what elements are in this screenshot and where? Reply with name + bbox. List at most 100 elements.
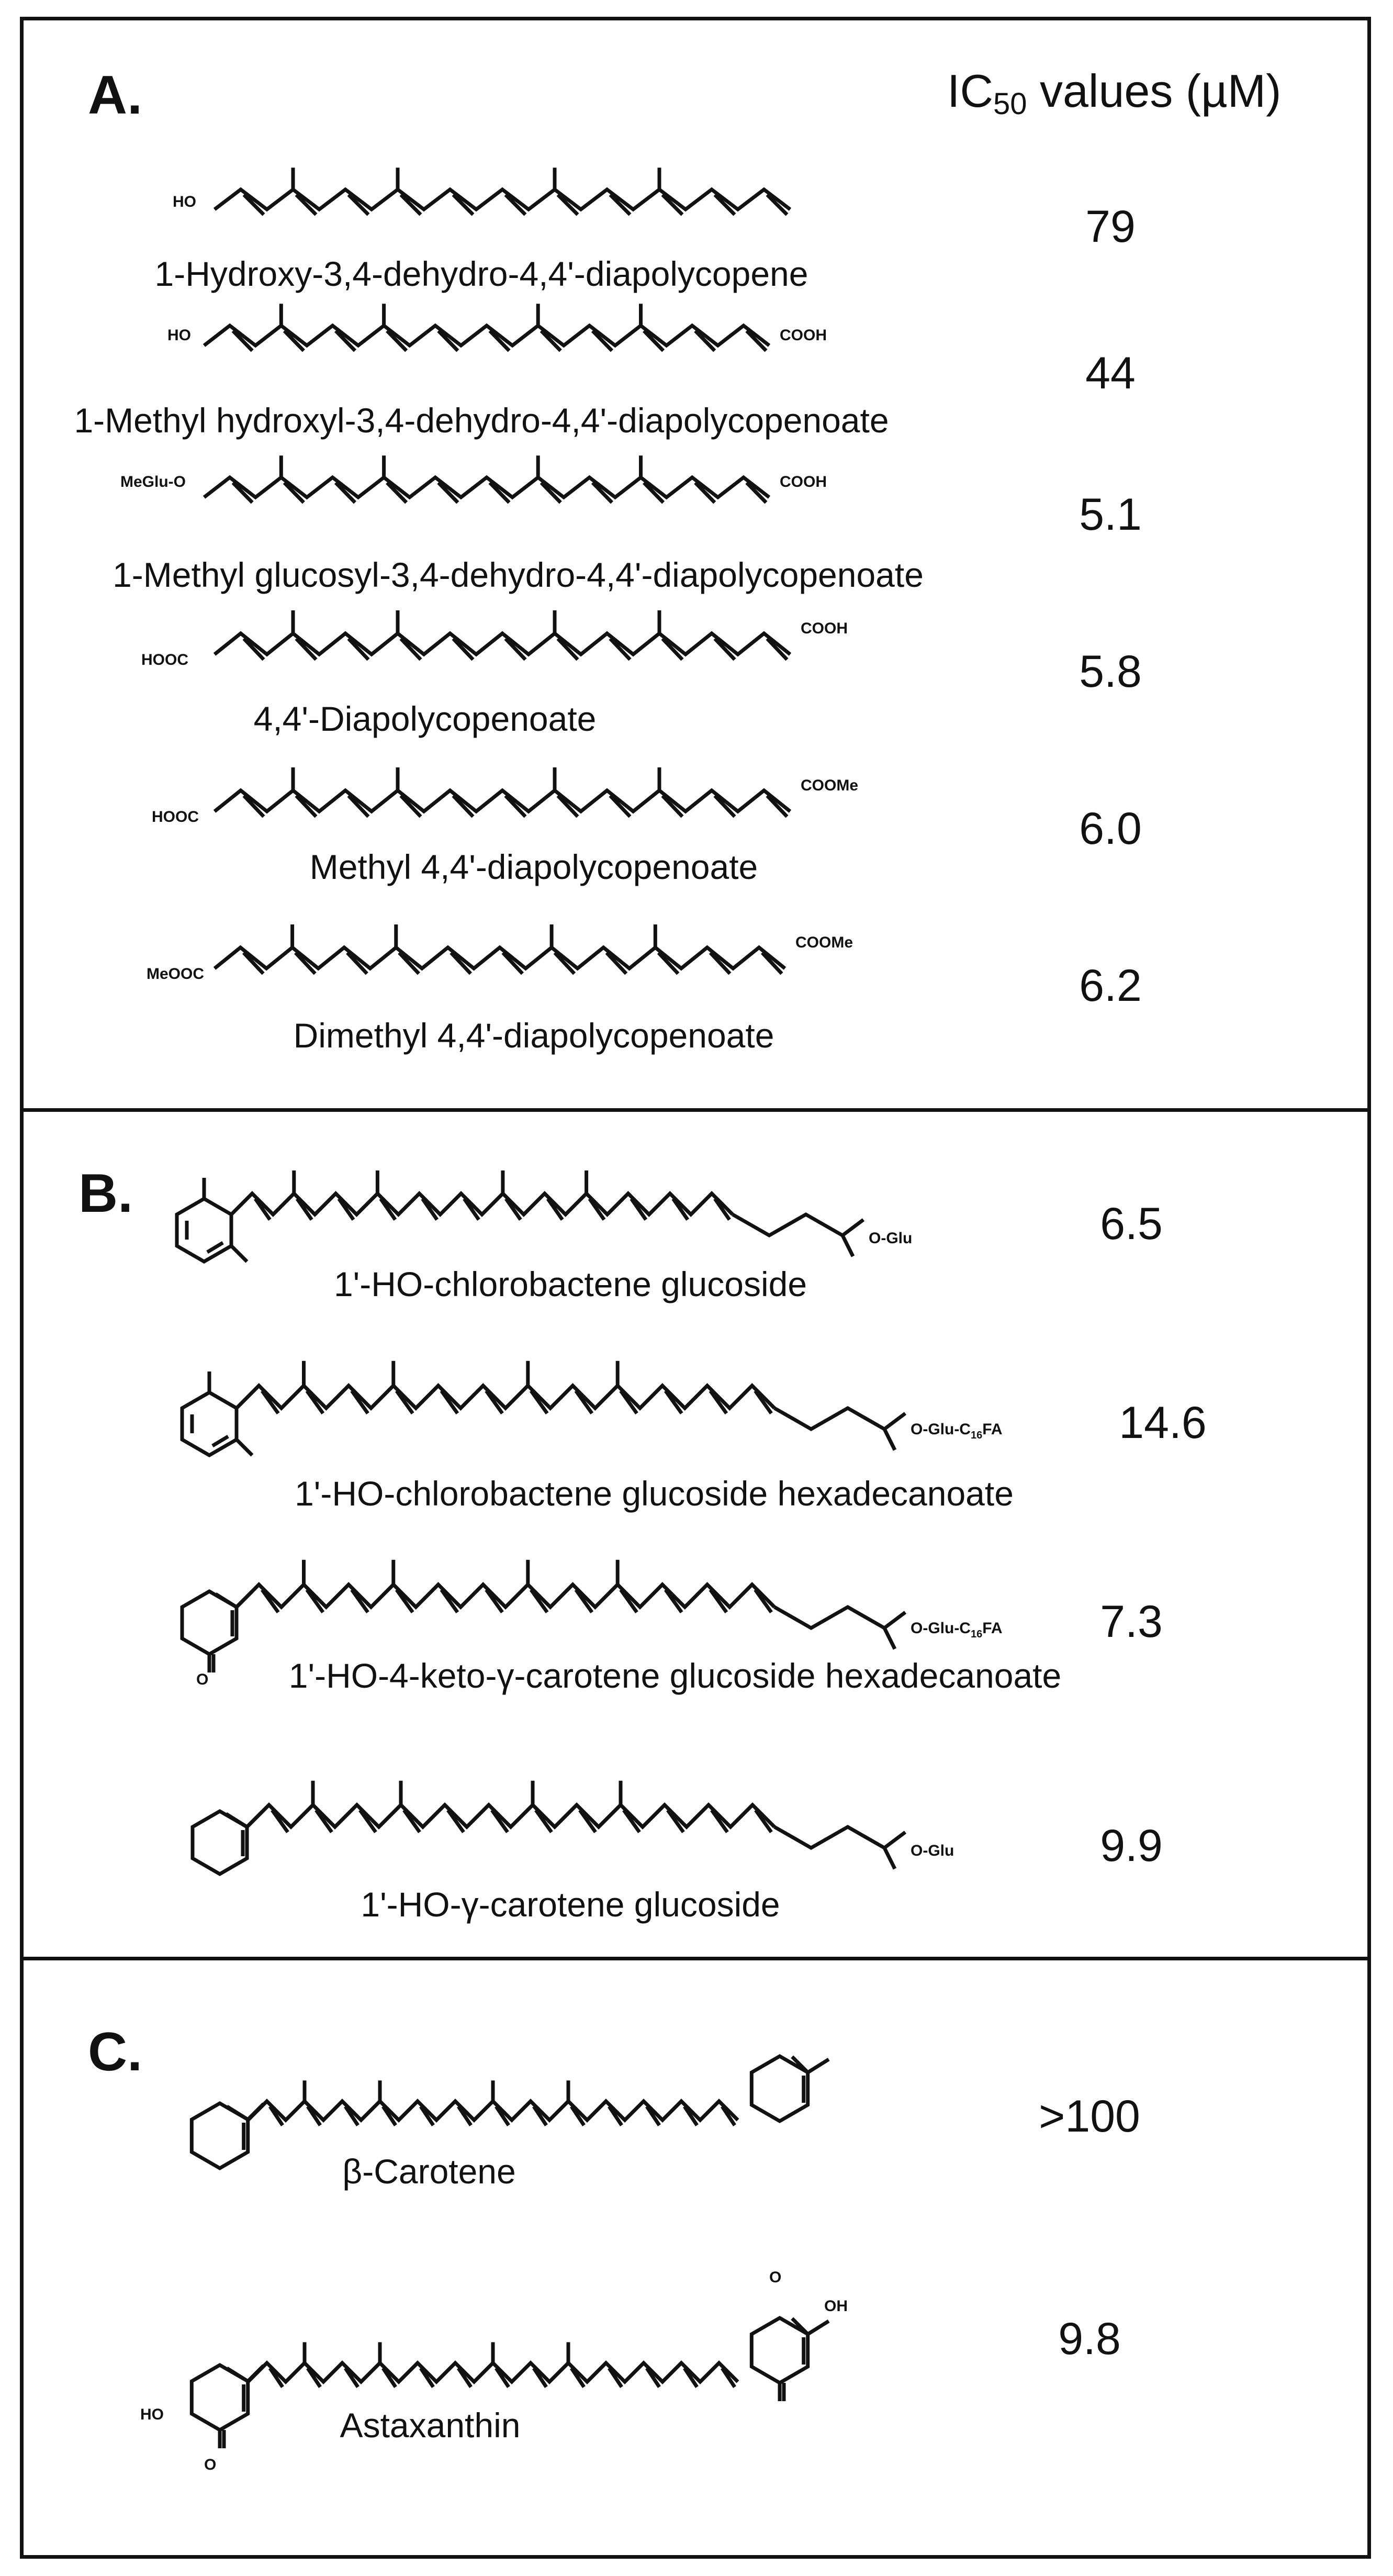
a6-left-group: MeOOC xyxy=(147,965,204,983)
polyene-chain-c2 xyxy=(246,2342,739,2388)
compound-name-b4: 1'-HO-γ-carotene glucoside xyxy=(361,1885,780,1924)
panel-a-label: A. xyxy=(88,65,142,126)
b1-saturated-tail xyxy=(732,1212,865,1257)
chain-backbone xyxy=(246,2099,739,2123)
compound-name-b1: 1'-HO-chlorobactene glucoside xyxy=(333,1265,807,1303)
c2-right-keto-oxygen: O xyxy=(769,2269,781,2286)
panel-b-label: B. xyxy=(78,1163,133,1224)
figure-frame xyxy=(20,17,1371,2559)
b2-saturated-tail xyxy=(773,1406,907,1451)
polyene-chain-c1 xyxy=(246,2080,739,2126)
chain-double-bonds xyxy=(268,2105,736,2126)
a5-left-group: HOOC xyxy=(152,808,199,826)
ic50-value-a4: 5.8 xyxy=(1079,646,1142,697)
ic50-value-b4: 9.9 xyxy=(1100,1821,1163,1871)
ic50-value-a5: 6.0 xyxy=(1079,804,1142,854)
ring-methyls xyxy=(202,1178,249,1263)
ic50-value-a6: 6.2 xyxy=(1079,961,1142,1011)
structure-a3: MeGlu-O COOH xyxy=(120,455,827,504)
chain-methyl-branches xyxy=(311,1780,623,1805)
structure-b2: O-Glu-C16FA xyxy=(180,1361,1003,1458)
chain-backbone xyxy=(213,187,792,212)
chain-methyl-branches xyxy=(291,610,661,633)
polyene-chain-a3 xyxy=(203,455,771,504)
ring-methyls xyxy=(207,1371,254,1457)
chain-double-bonds xyxy=(260,1588,773,1614)
chain-double-bonds xyxy=(271,1809,773,1834)
chain-double-bonds xyxy=(254,1197,731,1221)
chain-double-bonds xyxy=(242,193,789,216)
ic50-header-subscript: 50 xyxy=(993,87,1027,121)
compound-name-a4: 4,4'-Diapolycopenoate xyxy=(253,699,597,738)
chain-backbone xyxy=(230,1191,734,1217)
structure-c2: HO O O OH xyxy=(140,2269,848,2473)
polyene-chain-b1 xyxy=(230,1170,734,1221)
compound-name-a3: 1-Methyl glucosyl-3,4-dehydro-4,4'-diapo… xyxy=(113,555,924,594)
compound-name-c2: Astaxanthin xyxy=(340,2406,521,2445)
polyene-chain-b4 xyxy=(245,1780,776,1834)
b2-right-group-main: O-Glu-C xyxy=(911,1421,971,1438)
structure-a1: HO xyxy=(173,168,792,216)
a4-left-group: HOOC xyxy=(141,651,188,668)
chain-double-bonds xyxy=(268,2367,736,2388)
c2-left-hydroxyl: HO xyxy=(140,2406,164,2423)
ic50-value-b3: 7.3 xyxy=(1100,1597,1163,1647)
a4-right-group: COOH xyxy=(801,620,848,637)
aromatic-bonds xyxy=(185,1221,224,1254)
ic50-header-suffix: values (µM) xyxy=(1027,65,1282,117)
ic50-value-c2: 9.8 xyxy=(1058,2314,1121,2364)
panel-c-label: C. xyxy=(88,2022,142,2082)
polyene-chain-a1 xyxy=(213,168,792,216)
structure-a5: HOOC COOMe xyxy=(152,767,858,826)
b2-right-group: O-Glu-C16FA xyxy=(911,1421,1003,1441)
chain-double-bonds xyxy=(231,481,768,504)
b3-right-group-tail: FA xyxy=(982,1620,1002,1637)
chain-double-bonds xyxy=(260,1389,773,1415)
chain-backbone xyxy=(203,475,771,500)
keto-bond xyxy=(778,2383,786,2401)
compound-name-a1: 1-Hydroxy-3,4-dehydro-4,4'-diapolycopene xyxy=(154,254,808,293)
chain-backbone xyxy=(235,1383,776,1411)
structure-b3: O O-Glu-C16FA xyxy=(180,1559,1003,1688)
ic50-value-a3: 5.1 xyxy=(1079,489,1142,540)
polyene-chain-a2 xyxy=(203,304,771,352)
aromatic-bonds xyxy=(190,1414,229,1448)
chain-backbone xyxy=(213,788,792,814)
chain-methyl-branches xyxy=(290,924,657,947)
right-cyclohexene-ring-c1 xyxy=(749,2054,830,2124)
polyene-chain-a6 xyxy=(213,924,787,975)
b4-right-group: O-Glu xyxy=(911,1842,954,1859)
compound-name-a6: Dimethyl 4,4'-diapolycopenoate xyxy=(293,1016,774,1055)
panel-divider-bc xyxy=(20,1957,1371,1960)
b2-right-group-tail: FA xyxy=(982,1421,1002,1438)
compound-name-a2: 1-Methyl hydroxyl-3,4-dehydro-4,4'-diapo… xyxy=(74,401,889,440)
chain-methyl-branches xyxy=(279,304,643,326)
chain-backbone xyxy=(213,631,792,657)
chain-methyl-branches xyxy=(302,2342,570,2363)
polyene-chain-a5 xyxy=(213,767,792,818)
compound-name-b2: 1'-HO-chlorobactene glucoside hexadecano… xyxy=(295,1474,1014,1513)
b3-right-group-main: O-Glu-C xyxy=(911,1620,971,1637)
ic50-value-a1: 79 xyxy=(1085,202,1136,252)
structure-b1: O-Glu xyxy=(175,1170,912,1264)
chain-double-bonds xyxy=(242,951,783,975)
a2-right-group: COOH xyxy=(780,327,827,344)
chain-methyl-branches xyxy=(291,168,661,189)
chain-double-bonds xyxy=(242,637,789,661)
keto-bond xyxy=(207,1654,216,1672)
b3-keto-oxygen: O xyxy=(196,1671,208,1688)
b4-saturated-tail xyxy=(773,1824,907,1870)
compound-name-a5: Methyl 4,4'-diapolycopenoate xyxy=(309,847,758,886)
aryl-ring-b2 xyxy=(180,1371,254,1458)
chain-methyl-branches xyxy=(302,1559,620,1585)
a3-right-group: COOH xyxy=(780,473,827,490)
ic50-value-a2: 44 xyxy=(1085,348,1136,398)
polyene-chain-a4 xyxy=(213,610,792,661)
structure-a4: HOOC COOH xyxy=(141,610,848,668)
a5-right-group: COOMe xyxy=(801,777,858,794)
b3-saturated-tail xyxy=(773,1604,907,1650)
structure-c1 xyxy=(189,2054,830,2171)
chain-backbone xyxy=(245,1802,776,1830)
chain-double-bonds xyxy=(231,329,768,352)
ic50-value-b2: 14.6 xyxy=(1119,1398,1207,1448)
